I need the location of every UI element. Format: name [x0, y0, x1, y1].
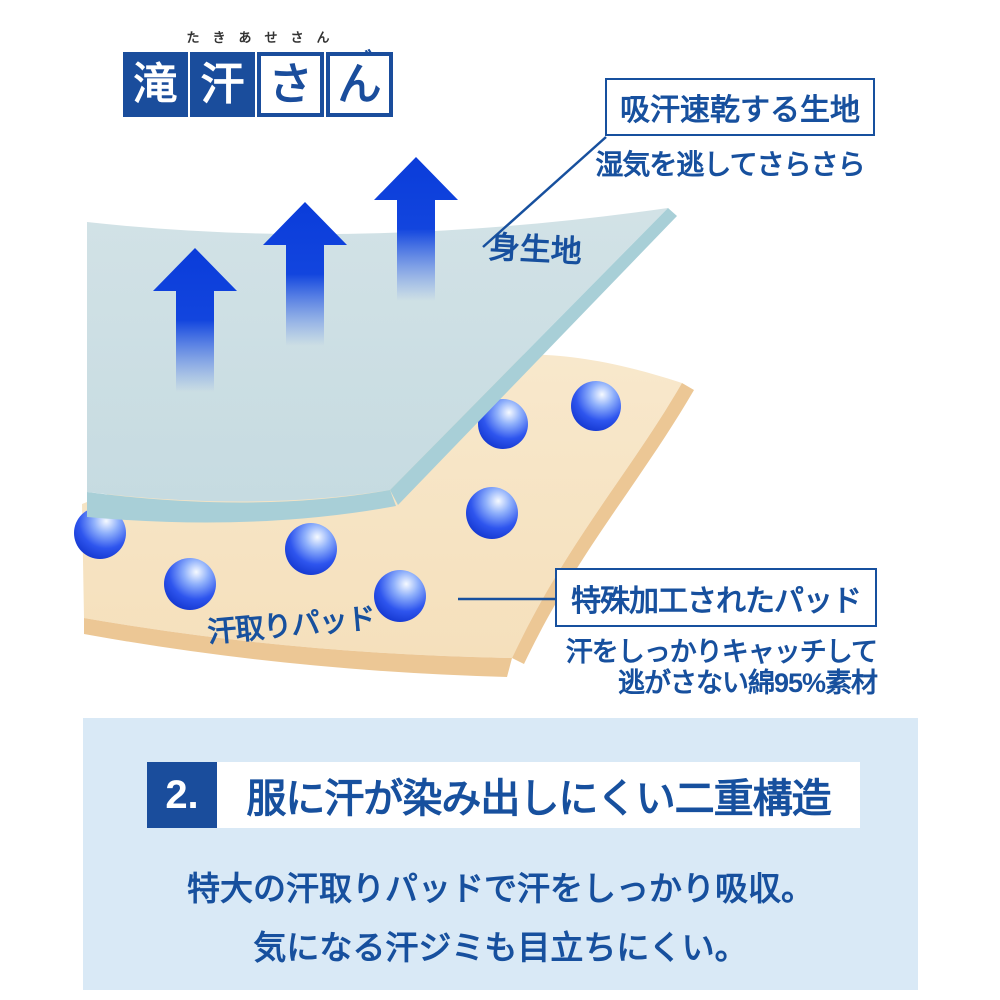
- sweat-drop-icon: [285, 523, 337, 575]
- moisture-arrow-icon: [374, 157, 458, 301]
- moisture-arrow-icon: [263, 202, 347, 346]
- feature-body-line2: 気になる汗ジミも目立ちにくい。: [253, 929, 748, 966]
- logo-cell-n: ん ゛: [326, 48, 393, 117]
- feature-body-text: 特大の汗取りパッドで汗をしっかり吸収。 気になる汗ジミも目立ちにくい。: [83, 859, 918, 977]
- sweat-beads: [74, 381, 621, 622]
- moisture-arrow-icon: [153, 248, 237, 392]
- logo-furigana: たきあせさん: [186, 30, 343, 45]
- feature-body-line1: 特大の汗取りパッドで汗をしっかり吸収。: [187, 870, 814, 907]
- feature-number-badge: 2.: [147, 762, 217, 828]
- sweat-drop-icon: [374, 570, 426, 622]
- sweat-drop-icon: [164, 558, 216, 610]
- logo-cell-sa: さ: [257, 52, 324, 117]
- feature-panel: 2. 服に汗が染み出しにくい二重構造 特大の汗取りパッドで汗をしっかり吸収。 気…: [83, 718, 918, 990]
- fabric-callout-box: 吸汗速乾する生地: [605, 78, 875, 136]
- outer-fabric-side-edge: [390, 208, 677, 505]
- logo-splash-accent: ゛: [364, 48, 387, 73]
- outer-fabric-surface: [87, 208, 668, 502]
- feature-headline-row: 2. 服に汗が染み出しにくい二重構造: [147, 762, 860, 828]
- logo-cell-ase: 汗: [190, 52, 255, 117]
- pad-callout-desc-line1: 汗をしっかりキャッチして: [565, 637, 878, 667]
- sweat-drop-icon: [466, 487, 518, 539]
- pad-layer-front-edge: [84, 618, 512, 677]
- sweat-drop-icon: [478, 399, 528, 449]
- pad-callout-description: 汗をしっかりキャッチして 逃がさない綿95%素材: [545, 637, 878, 699]
- pad-callout-desc-line2: 逃がさない綿95%素材: [617, 668, 878, 698]
- logo-box: 滝 汗 さ ん ゛: [123, 48, 393, 117]
- outer-fabric-label: 身生地: [487, 229, 583, 270]
- logo-cell-taki: 滝: [123, 52, 188, 117]
- fabric-callout-subtitle: 湿気を逃してさらさら: [595, 149, 865, 180]
- pad-callout-box: 特殊加工されたパッド: [555, 568, 877, 627]
- outer-fabric-front-edge: [87, 490, 396, 523]
- feature-headline: 服に汗が染み出しにくい二重構造: [217, 762, 860, 828]
- fabric-callout-line: [482, 136, 607, 248]
- sweat-drop-icon: [74, 507, 126, 559]
- sweat-drop-icon: [571, 381, 621, 431]
- moisture-arrows: [153, 157, 458, 392]
